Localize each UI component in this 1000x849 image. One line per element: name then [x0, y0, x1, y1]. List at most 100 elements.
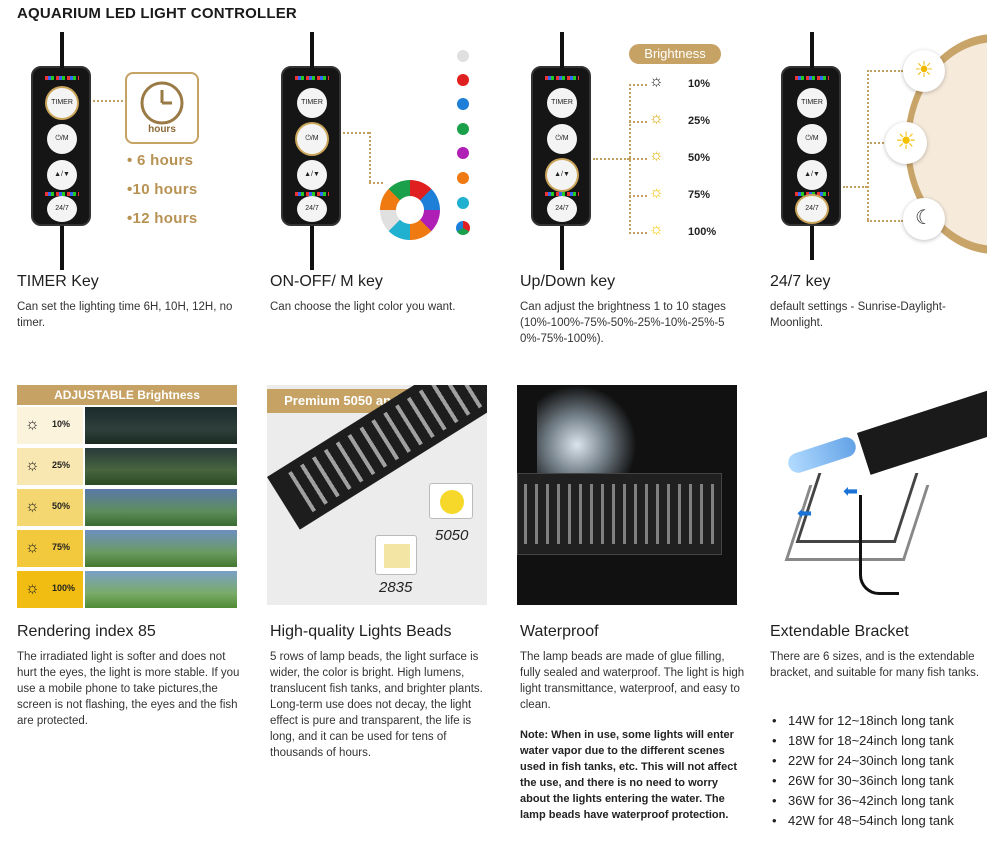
brightness-level: 50% — [52, 501, 71, 511]
color-wheel — [380, 180, 440, 240]
light-bar — [517, 473, 722, 555]
sun-icon: ☼ — [25, 416, 40, 433]
brightness-level: 100% — [688, 226, 717, 238]
brightness-level: 25% — [52, 460, 71, 470]
onoff-panel: TIMER ⏻/M ▲/▼ 24/7 — [267, 30, 492, 270]
timer-panel: TIMER ⏻/M ▲/▼ 24/7 hours • 6 hours •10 h… — [17, 30, 237, 270]
sun-icon: ☼ — [25, 498, 40, 515]
color-dot — [457, 98, 469, 110]
sun-icon: ☼ — [649, 184, 664, 201]
color-dot — [457, 50, 469, 62]
sun-icon: ☼ — [649, 147, 664, 164]
controller-remote: TIMER ⏻/M ▲/▼ 24/7 — [31, 32, 91, 270]
updown-button: ▲/▼ — [547, 160, 577, 190]
arrow-icon: ⬅ — [843, 481, 859, 501]
adjustable-brightness-banner: ADJUSTABLE Brightness — [17, 385, 237, 405]
card-description: 5 rows of lamp beads, the light surface … — [270, 651, 483, 759]
timer-button: TIMER — [297, 88, 327, 118]
card-title: TIMER Key — [17, 273, 99, 290]
hours-option: •12 hours — [127, 210, 198, 227]
light-bar — [857, 385, 987, 475]
waterproof-note: Note: When in use, some lights will ente… — [520, 729, 737, 821]
controller-remote: TIMER ⏻/M ▲/▼ 24/7 — [781, 32, 841, 260]
sun-icon: ☼ — [649, 110, 664, 127]
tank-photo — [85, 571, 237, 608]
tank-photo — [85, 489, 237, 526]
power-cable — [859, 495, 899, 595]
hours-option: •10 hours — [127, 181, 198, 198]
brightness-level: 100% — [52, 583, 76, 593]
card-title: Extendable Bracket — [770, 623, 909, 640]
brightness-level: 10% — [688, 78, 711, 90]
hours-label: hours — [148, 124, 176, 135]
color-dot — [457, 147, 469, 159]
card-description: The lamp beads are made of glue filling,… — [520, 651, 745, 711]
onoff-button: ⏻/M — [547, 124, 577, 154]
clock-icon — [140, 81, 184, 125]
card-description: Can adjust the brightness 1 to 10 stages… — [520, 301, 726, 345]
controller-remote: TIMER ⏻/M ▲/▼ 24/7 — [281, 32, 341, 270]
rendering-panel: ADJUSTABLE Brightness ☼ 10% ☼ 25% ☼ 50% ☼ 75… — [17, 385, 237, 608]
brightness-level: 50% — [688, 152, 711, 164]
list-item: 36W for 36~42inch long tank — [772, 791, 954, 811]
color-dot — [457, 123, 469, 135]
onoff-button: ⏻/M — [797, 124, 827, 154]
tank-photo — [85, 407, 237, 444]
sun-icon: ☼ — [25, 580, 40, 597]
mode-button: 24/7 — [547, 196, 577, 222]
blue-glow — [785, 434, 859, 476]
sun-icon: ☼ — [25, 539, 40, 556]
card-title: Up/Down key — [520, 273, 616, 290]
chip-2835-label: 2835 — [379, 579, 413, 596]
updown-panel: TIMER ⏻/M ▲/▼ 24/7 Brightness ☼ ☼ ☼ ☼ ☼ … — [517, 30, 742, 270]
list-item: 22W for 24~30inch long tank — [772, 751, 954, 771]
list-item: 26W for 30~36inch long tank — [772, 771, 954, 791]
card-title: Waterproof — [520, 623, 599, 640]
card-title: High-quality Lights Beads — [270, 623, 452, 640]
color-dot — [457, 172, 469, 184]
arrow-icon: ⬅ — [797, 503, 813, 523]
sunrise-icon: ☀ — [903, 50, 945, 92]
card-title: ON-OFF/ M key — [270, 273, 383, 290]
list-item: 18W for 18~24inch long tank — [772, 731, 954, 751]
card-title: 24/7 key — [770, 273, 831, 290]
page-title: AQUARIUM LED LIGHT CONTROLLER — [17, 5, 297, 22]
beads-panel: Premium 5050 and 2835 LEDS 5050 2835 — [267, 385, 487, 605]
timer-button: TIMER — [47, 88, 77, 118]
card-description: Can set the lighting time 6H, 10H, 12H, … — [17, 301, 233, 329]
updown-button: ▲/▼ — [797, 160, 827, 190]
controller-remote: TIMER ⏻/M ▲/▼ 24/7 — [531, 32, 591, 270]
chip-5050-label: 5050 — [435, 527, 469, 544]
brightness-level: 75% — [52, 542, 71, 552]
moonlight-icon: ☾ — [903, 198, 945, 240]
list-item: 42W for 48~54inch long tank — [772, 811, 954, 831]
card-description: There are 6 sizes, and is the extendable… — [770, 651, 980, 679]
timer-button: TIMER — [547, 88, 577, 118]
brightness-banner: Brightness — [629, 44, 721, 64]
color-dot — [457, 197, 469, 209]
mode-button: 24/7 — [47, 196, 77, 222]
onoff-button: ⏻/M — [297, 124, 327, 154]
card-description: Can choose the light color you want. — [270, 301, 456, 313]
sun-icon: ☼ — [25, 457, 40, 474]
tank-photo — [85, 530, 237, 567]
card-description: default settings - Sunrise-Daylight-Moon… — [770, 301, 946, 329]
list-item: 14W for 12~18inch long tank — [772, 711, 954, 731]
onoff-button: ⏻/M — [47, 124, 77, 154]
sun-icon: ☼ — [649, 73, 664, 90]
brightness-level: 10% — [52, 419, 71, 429]
mode-panel: TIMER ⏻/M ▲/▼ 24/7 ☀ ☀ ☾ — [767, 30, 987, 260]
led-chip-5050 — [429, 483, 473, 519]
bracket-panel: ⬅ ⬅ — [767, 385, 987, 605]
hours-option: • 6 hours — [127, 152, 194, 169]
card-description: The irradiated light is softer and does … — [17, 651, 240, 727]
color-dot — [457, 74, 469, 86]
daylight-icon: ☀ — [885, 122, 927, 164]
mode-button: 24/7 — [297, 196, 327, 222]
waterproof-panel — [517, 385, 737, 605]
updown-button: ▲/▼ — [297, 160, 327, 190]
updown-button: ▲/▼ — [47, 160, 77, 190]
timer-button: TIMER — [797, 88, 827, 118]
size-list: 14W for 12~18inch long tank 18W for 18~2… — [772, 711, 954, 831]
led-chip-2835 — [375, 535, 417, 575]
